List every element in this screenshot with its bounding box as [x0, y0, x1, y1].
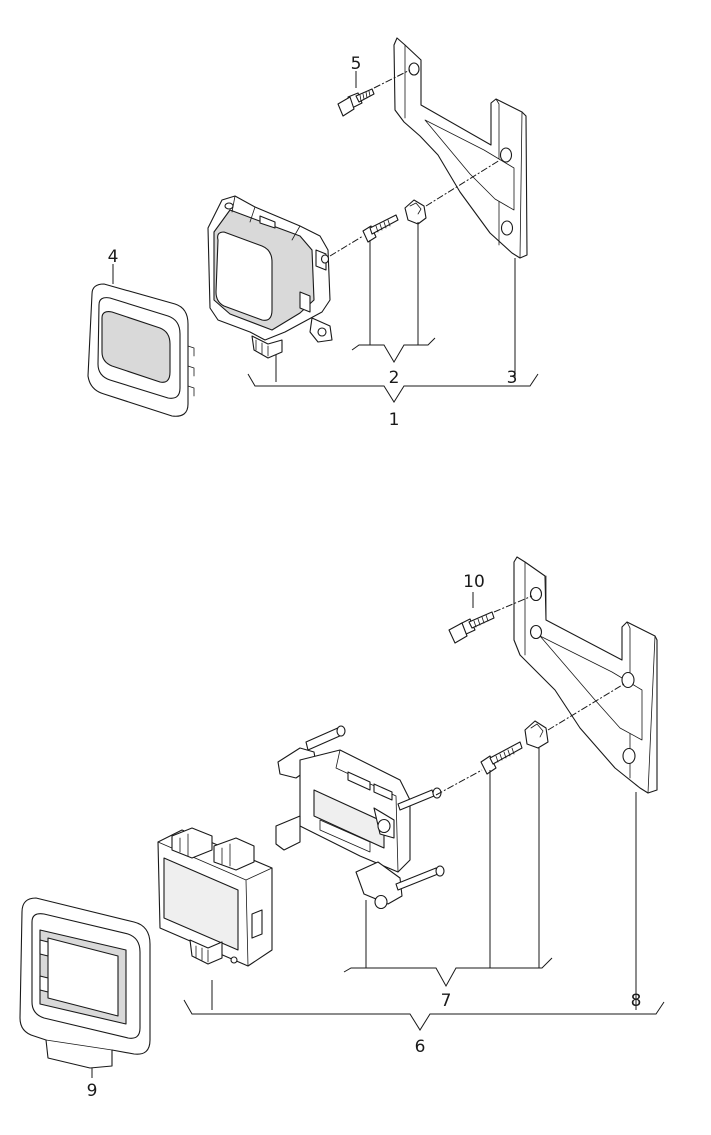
sensor-cover-bottom: [19, 897, 151, 1069]
callout-3: 3: [507, 368, 518, 388]
screw-and-nut-top: [362, 199, 427, 243]
assembly-top: [87, 37, 539, 417]
callout-9: 9: [87, 1081, 98, 1101]
callout-6: 6: [415, 1037, 426, 1057]
sensor-cover-top: [87, 283, 195, 417]
bracket-top: [393, 37, 528, 259]
callout-7: 7: [441, 991, 452, 1011]
bolt-bottom: [448, 611, 495, 644]
callout-1: 1: [389, 410, 400, 430]
callout-4: 4: [108, 247, 119, 267]
callout-5: 5: [351, 54, 362, 74]
sensor-holder: [275, 725, 445, 910]
callout-2: 2: [389, 368, 400, 388]
radar-sensor-top: [207, 195, 333, 359]
screw-and-nut-bottom: [480, 720, 549, 775]
callout-10: 10: [463, 572, 485, 592]
radar-sensor-bottom: [157, 827, 273, 967]
bolt-top: [337, 88, 375, 117]
assembly-bottom: [19, 556, 665, 1078]
bracket-bottom: [513, 556, 658, 794]
callout-8: 8: [631, 991, 642, 1011]
